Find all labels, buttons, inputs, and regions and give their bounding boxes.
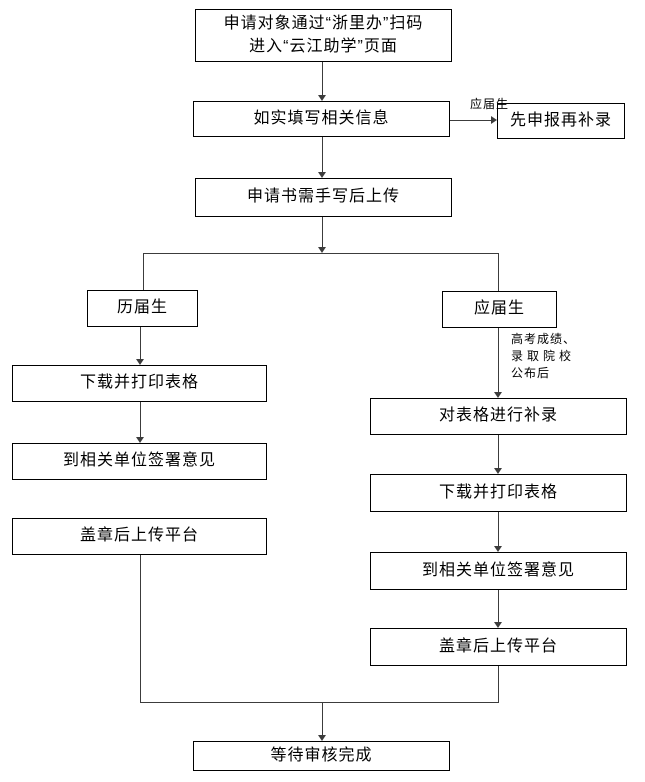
arrowhead-fill-to-predeclare xyxy=(491,116,497,124)
node-start-line1: 申请对象通过“浙里办”扫码 xyxy=(223,15,424,33)
connector-right3-to-right4 xyxy=(498,590,499,623)
connector-handwrite-to-split xyxy=(322,217,323,248)
connector-merge-to-end xyxy=(322,702,323,736)
annotation-gaokao: 高考成绩、 录取院校 公布后 xyxy=(511,331,576,382)
node-start: 申请对象通过“浙里办”扫码 进入“云江助学”页面 xyxy=(195,9,452,62)
arrowhead-right1-to-right2 xyxy=(494,468,502,474)
node-left-step-stamp-upload: 盖章后上传平台 xyxy=(12,518,267,555)
node-fill-info: 如实填写相关信息 xyxy=(193,101,450,137)
annotation-gaokao-line1: 高考成绩、 xyxy=(511,332,577,346)
node-fresh-graduate: 应届生 xyxy=(442,291,557,328)
node-right-step-supplement: 对表格进行补录 xyxy=(370,398,627,435)
arrowhead-former-to-left1 xyxy=(136,359,144,365)
arrowhead-handwrite-to-split xyxy=(318,247,326,253)
arrowhead-left1-to-left2 xyxy=(136,437,144,443)
node-pre-declare: 先申报再补录 xyxy=(497,103,625,139)
annotation-gaokao-line3: 公布后 xyxy=(511,366,551,380)
arrowhead-fill-to-handwrite xyxy=(318,172,326,178)
node-former-graduate: 历届生 xyxy=(87,290,198,327)
node-end: 等待审核完成 xyxy=(193,741,450,771)
edge-label-fresh-graduate: 应届生 xyxy=(470,97,510,111)
arrowhead-merge-to-end xyxy=(318,735,326,741)
connector-start-to-fill xyxy=(322,62,323,96)
annotation-gaokao-line2: 录取院校 xyxy=(511,349,576,363)
connector-left3-to-merge xyxy=(140,555,141,702)
connector-split-to-fresh xyxy=(498,253,499,291)
node-handwrite-upload: 申请书需手写后上传 xyxy=(195,178,452,217)
node-right-step-download-print: 下载并打印表格 xyxy=(370,474,627,512)
connector-split-to-former xyxy=(143,253,144,290)
node-left-step-sign-opinion: 到相关单位签署意见 xyxy=(12,443,267,480)
connector-fill-to-predeclare xyxy=(450,120,491,121)
node-right-step-stamp-upload: 盖章后上传平台 xyxy=(370,628,627,666)
connector-former-to-left1 xyxy=(140,327,141,360)
connector-left1-to-left2 xyxy=(140,402,141,438)
connector-fresh-to-right1 xyxy=(498,328,499,393)
connector-merge-horizontal xyxy=(140,702,499,703)
connector-right1-to-right2 xyxy=(498,435,499,469)
arrowhead-start-to-fill xyxy=(318,95,326,101)
node-right-step-sign-opinion: 到相关单位签署意见 xyxy=(370,552,627,590)
connector-right4-to-merge xyxy=(498,666,499,702)
connector-split-horizontal xyxy=(143,253,499,254)
connector-right2-to-right3 xyxy=(498,512,499,547)
arrowhead-right3-to-right4 xyxy=(494,622,502,628)
node-start-line2: 进入“云江助学”页面 xyxy=(249,37,398,55)
connector-fill-to-handwrite xyxy=(322,137,323,172)
arrowhead-fresh-to-right1 xyxy=(494,392,502,398)
arrowhead-right2-to-right3 xyxy=(494,546,502,552)
node-left-step-download-print: 下载并打印表格 xyxy=(12,365,267,402)
